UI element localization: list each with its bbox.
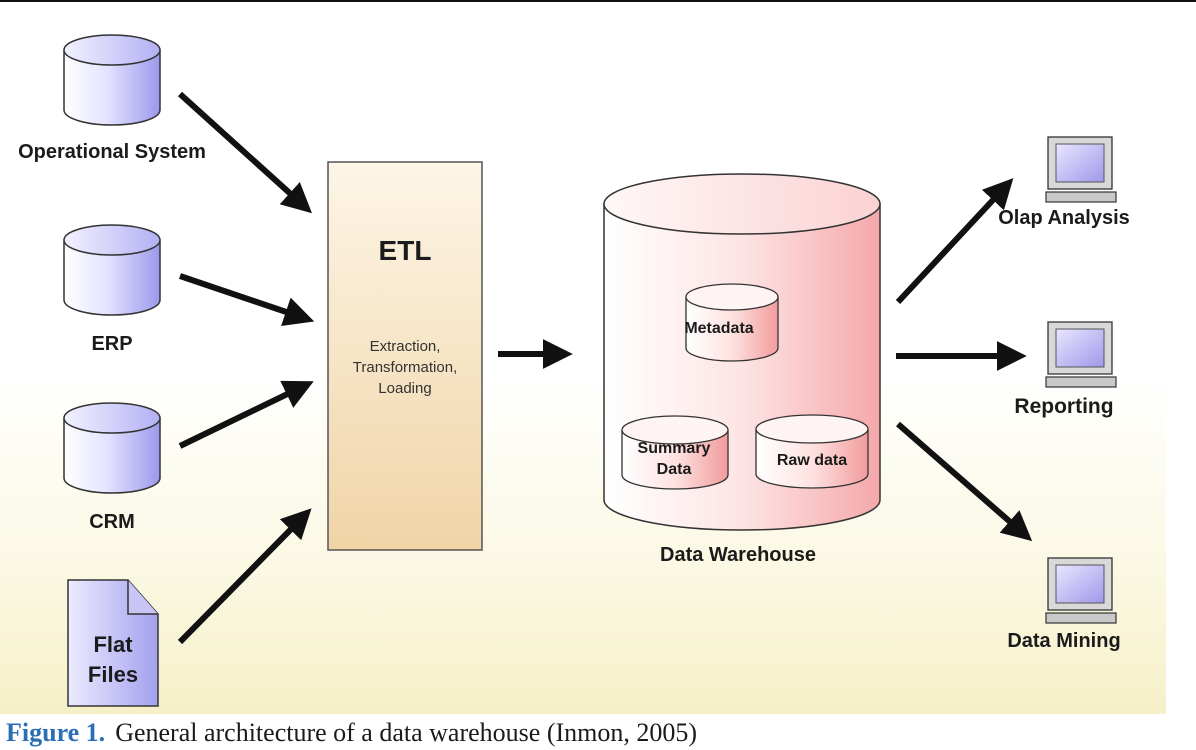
etl-line1: Extraction, bbox=[370, 338, 441, 355]
erp-label: ERP bbox=[91, 333, 132, 355]
arrow-warehouse-to-olap bbox=[895, 178, 1014, 305]
flat-files-document-icon bbox=[67, 579, 159, 707]
figure-caption-text: General architecture of a data warehouse… bbox=[115, 718, 698, 747]
flat-files-label-line2: Files bbox=[88, 662, 138, 687]
arrow-flatfiles-to-etl bbox=[177, 508, 312, 645]
etl-box bbox=[327, 161, 483, 551]
operational-system-database-icon bbox=[63, 34, 161, 126]
arrow-crm-to-etl bbox=[178, 380, 314, 449]
crm-database-icon bbox=[63, 402, 161, 494]
metadata-label: Metadata bbox=[684, 320, 753, 337]
figure-number: Figure 1. bbox=[6, 718, 106, 747]
reporting-computer-icon bbox=[1045, 321, 1117, 388]
summary-data-database-icon bbox=[621, 415, 729, 490]
raw-data-database-icon bbox=[755, 414, 869, 489]
etl-title: ETL bbox=[379, 235, 432, 266]
summary-data-label-line2: Data bbox=[657, 461, 692, 478]
arrow-erp-to-etl bbox=[179, 273, 315, 327]
etl-line2: Transformation, bbox=[353, 359, 457, 376]
diagram-canvas: Operational System ERP CRM Flat Files ET… bbox=[0, 2, 1166, 714]
olap-analysis-label: Olap Analysis bbox=[998, 207, 1130, 229]
olap-computer-icon bbox=[1045, 136, 1117, 203]
figure-caption: Figure 1. General architecture of a data … bbox=[6, 718, 1186, 748]
arrow-warehouse-to-mining bbox=[896, 421, 1033, 542]
reporting-label: Reporting bbox=[1014, 395, 1113, 418]
metadata-database-icon bbox=[685, 283, 779, 362]
architecture-diagram: Operational System ERP CRM Flat Files ET… bbox=[18, 34, 1130, 707]
operational-system-label: Operational System bbox=[18, 141, 206, 163]
summary-data-label-line1: Summary bbox=[638, 440, 711, 457]
erp-database-icon bbox=[63, 224, 161, 316]
crm-label: CRM bbox=[89, 511, 135, 533]
data-mining-computer-icon bbox=[1045, 557, 1117, 624]
data-mining-label: Data Mining bbox=[1007, 630, 1120, 652]
etl-line3: Loading bbox=[378, 380, 431, 397]
data-warehouse-label: Data Warehouse bbox=[660, 544, 816, 566]
arrow-operational-to-etl bbox=[177, 91, 313, 214]
raw-data-label: Raw data bbox=[777, 452, 847, 469]
flat-files-label-line1: Flat bbox=[93, 632, 133, 657]
top-rule bbox=[0, 0, 1196, 2]
